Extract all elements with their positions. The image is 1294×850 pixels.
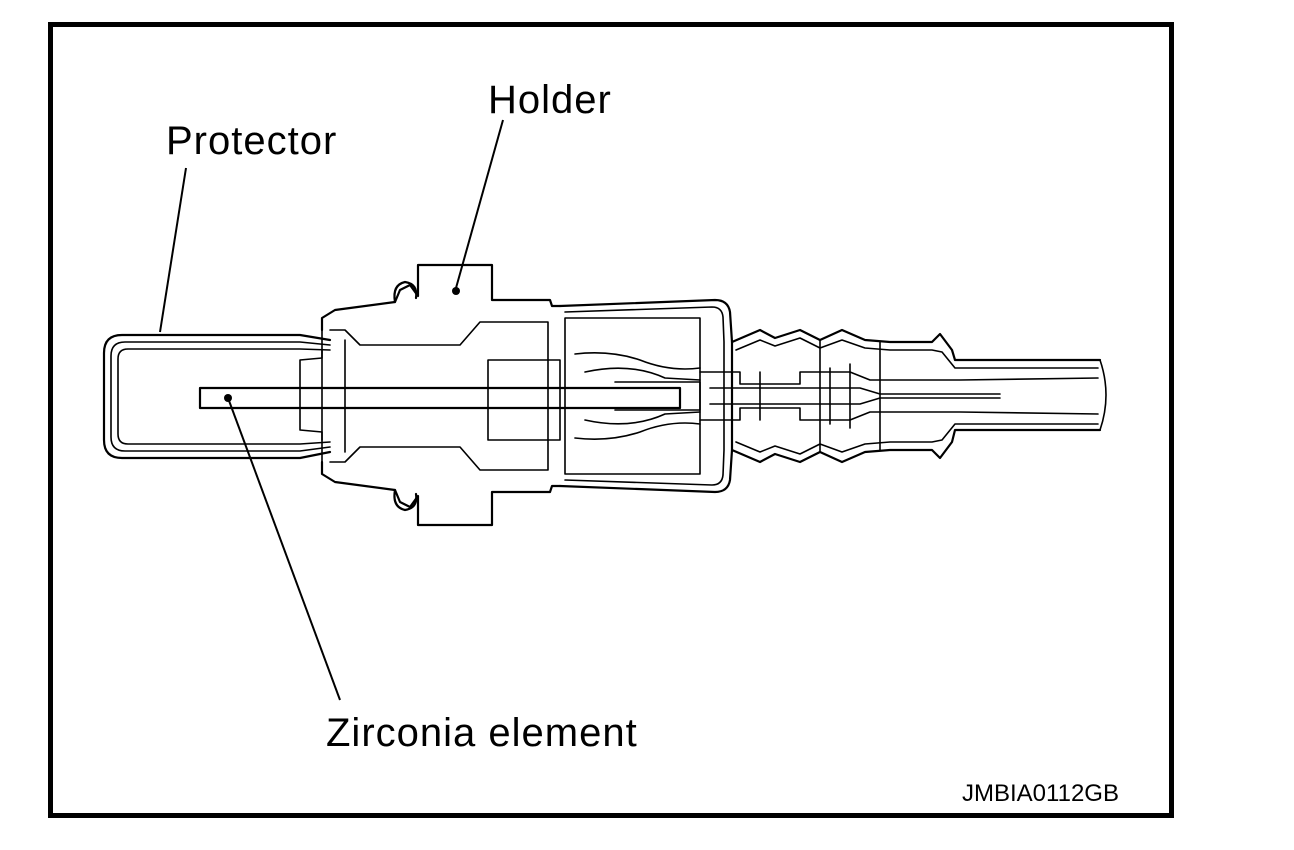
zirconia-leader (227, 397, 341, 701)
figure-code: JMBIA0112GB (962, 780, 1119, 807)
insulator-body (558, 298, 734, 494)
zirconia-leader-dot (224, 394, 232, 402)
cable-sleeve (730, 328, 1107, 464)
holder-leader (455, 119, 504, 289)
leader-lines (159, 119, 504, 701)
protector-label: Protector (166, 119, 338, 163)
protector-leader (159, 167, 187, 333)
protector-part (102, 333, 332, 460)
holder-label: Holder (488, 78, 612, 122)
holder-leader-dot (452, 287, 460, 295)
holder-part (320, 263, 562, 527)
zirconia-element-label: Zirconia element (326, 711, 638, 755)
zirconia-element-part (198, 359, 682, 441)
internal-terminals (699, 363, 1099, 429)
